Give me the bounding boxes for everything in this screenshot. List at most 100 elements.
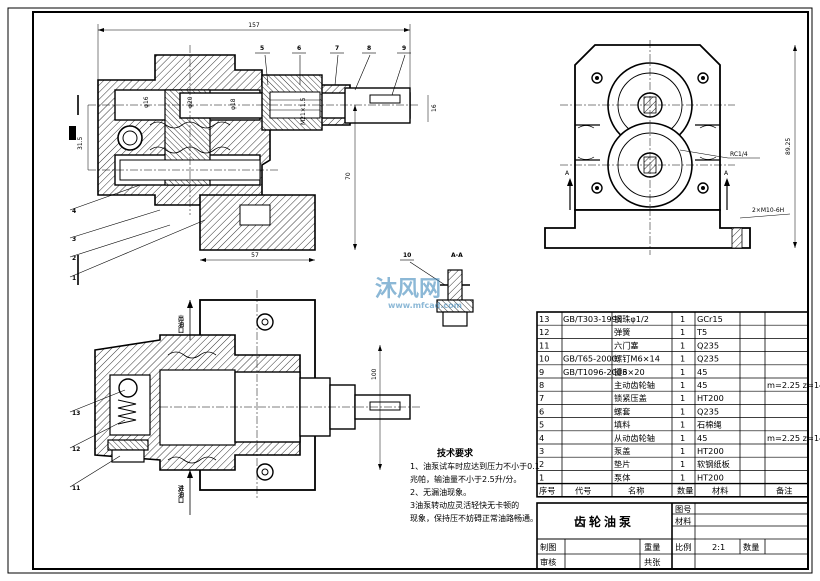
bom-cell-code: GB/T1096-2003 bbox=[563, 367, 627, 377]
bom-cell-qty: 1 bbox=[680, 446, 685, 456]
callout-6: 6 bbox=[297, 45, 301, 52]
dim-hole: 2×M10-6H bbox=[752, 207, 784, 214]
dim-157: 157 bbox=[248, 22, 260, 29]
dim-70: 70 bbox=[345, 172, 352, 180]
dim-89-25: 89.25 bbox=[785, 138, 792, 155]
dim-16: 16 bbox=[431, 104, 438, 112]
tech-line-4: 3油泵转动应灵活轻快无卡顿的 bbox=[410, 500, 519, 510]
bom-cell-mat: T5 bbox=[696, 327, 707, 337]
outer-border bbox=[7, 7, 813, 574]
bom-cell-qty: 1 bbox=[680, 420, 685, 430]
bom-cell-code: GB/T303-1996 bbox=[563, 314, 622, 324]
bom-cell-mat: HT200 bbox=[697, 472, 724, 482]
bom-cell-name: 垫片 bbox=[614, 459, 630, 469]
dim-31-5: 31.5 bbox=[77, 136, 84, 150]
bom-cell-no: 8 bbox=[539, 380, 544, 390]
dim-thread: M21×1.5 bbox=[300, 97, 307, 125]
bom-cell-no: 5 bbox=[539, 420, 544, 430]
bom-cell-name: 从动齿轮轴 bbox=[614, 433, 655, 443]
bom-cell-mat: 45 bbox=[697, 367, 707, 377]
tb-drawing-no: 图号 bbox=[675, 504, 691, 514]
bom-cell-name: 泵盖 bbox=[614, 446, 630, 456]
dim-d16: φ16 bbox=[143, 96, 150, 108]
bom-cell-no: 9 bbox=[539, 367, 544, 377]
callout-8: 8 bbox=[367, 45, 371, 52]
callout-9: 9 bbox=[402, 45, 406, 52]
bom-cell-qty: 1 bbox=[680, 327, 685, 337]
tech-line-3: 2、无漏油现象。 bbox=[410, 487, 471, 497]
bom-cell-mat: Q235 bbox=[697, 340, 719, 350]
callout-12: 12 bbox=[72, 446, 80, 453]
bom-header: 备注 bbox=[776, 486, 792, 496]
top-view: 出油口 进油口 100 13 12 11 bbox=[69, 290, 420, 515]
watermark: 沐风网 www.mfcad.com bbox=[375, 277, 462, 310]
bom-cell-qty: 1 bbox=[680, 393, 685, 403]
outlet-label: 出油口 bbox=[177, 314, 184, 334]
tech-line-5: 现象，保持压不妨碍正常油路畅通。 bbox=[410, 513, 538, 523]
tb-scale: 2:1 bbox=[712, 542, 725, 552]
bom-cell-name: 螺套 bbox=[614, 406, 630, 416]
bom-cell-note: m=2.25 z=14 bbox=[767, 433, 820, 443]
bom-cell-name: 泵体 bbox=[614, 472, 630, 482]
tech-line-1: 1、油泵试车时应达到压力不小于0.1 bbox=[410, 461, 540, 471]
tech-heading: 技术要求 bbox=[437, 447, 474, 459]
bom-cell-no: 2 bbox=[539, 459, 544, 469]
callout-13: 13 bbox=[72, 410, 80, 417]
bom-cell-code: GB/T65-2000 bbox=[563, 354, 617, 364]
bom-cell-mat: 软钢纸板 bbox=[697, 459, 730, 469]
bom-cell-qty: 1 bbox=[680, 380, 685, 390]
bom-cell-qty: 1 bbox=[680, 459, 685, 469]
tb-scale-label: 比例 bbox=[675, 542, 691, 552]
bom-cell-name: 螺钉M6×14 bbox=[614, 354, 660, 364]
bom-cell-name: 填料 bbox=[614, 420, 630, 430]
tb-checked: 审核 bbox=[540, 557, 556, 567]
bom-header: 数量 bbox=[677, 486, 693, 496]
bom-cell-qty: 1 bbox=[680, 433, 685, 443]
bom-cell-mat: 石棉绳 bbox=[697, 420, 722, 430]
bom-cell-no: 3 bbox=[539, 446, 544, 456]
bom-cell-no: 7 bbox=[539, 393, 544, 403]
tb-weight: 重量 bbox=[644, 542, 660, 552]
tb-material: 材料 bbox=[675, 516, 691, 526]
section-detail: A-A 10 bbox=[400, 252, 474, 327]
front-view: 157 31.5 bbox=[69, 22, 438, 285]
dim-d20: φ20 bbox=[187, 96, 194, 108]
bom-header: 材料 bbox=[712, 486, 728, 496]
bom-cell-no: 6 bbox=[539, 406, 544, 416]
bom-cell-qty: 1 bbox=[680, 354, 685, 364]
side-mark-a2: A bbox=[724, 170, 729, 177]
callout-1: 1 bbox=[72, 275, 76, 282]
bom-cell-mat: GCr15 bbox=[697, 314, 723, 324]
callout-4: 4 bbox=[72, 208, 76, 215]
dim-100: 100 bbox=[371, 368, 378, 380]
bom-cell-mat: HT200 bbox=[697, 446, 724, 456]
inlet-label: 进油口 bbox=[177, 484, 184, 504]
bom-cell-name: 锁紧压盖 bbox=[614, 393, 647, 403]
dim-d18: φ18 bbox=[230, 98, 237, 110]
bom-cell-mat: 45 bbox=[697, 433, 707, 443]
callout-2: 2 bbox=[72, 255, 76, 262]
callout-5: 5 bbox=[260, 45, 264, 52]
section-label: A-A bbox=[451, 252, 463, 259]
bom-cell-qty: 1 bbox=[680, 367, 685, 377]
bom-cell-qty: 1 bbox=[680, 340, 685, 350]
bom-cell-mat: 45 bbox=[697, 380, 707, 390]
title-block: 齿轮油泵 图号 材料 比例 2:1 数量 制图 审核 重量 共张 bbox=[536, 502, 809, 570]
callout-3: 3 bbox=[72, 236, 76, 243]
watermark-logo: 沐风网 bbox=[375, 277, 441, 302]
bom-cell-qty: 1 bbox=[680, 314, 685, 324]
bom-cell-no: 11 bbox=[539, 340, 549, 350]
callout-7: 7 bbox=[335, 45, 339, 52]
bom-header: 名称 bbox=[628, 486, 644, 496]
bom-cell-name: 主动齿轮轴 bbox=[614, 380, 655, 390]
dim-57: 57 bbox=[251, 252, 259, 259]
bom-cell-qty: 1 bbox=[680, 406, 685, 416]
bom-cell-name: 弹簧 bbox=[614, 327, 630, 337]
bom-cell-no: 10 bbox=[539, 354, 549, 364]
tb-drawn: 制图 bbox=[540, 542, 556, 552]
callouts-left: 4 3 2 1 bbox=[69, 184, 206, 282]
title-name: 齿轮油泵 bbox=[574, 514, 634, 529]
inner-border bbox=[32, 11, 809, 570]
